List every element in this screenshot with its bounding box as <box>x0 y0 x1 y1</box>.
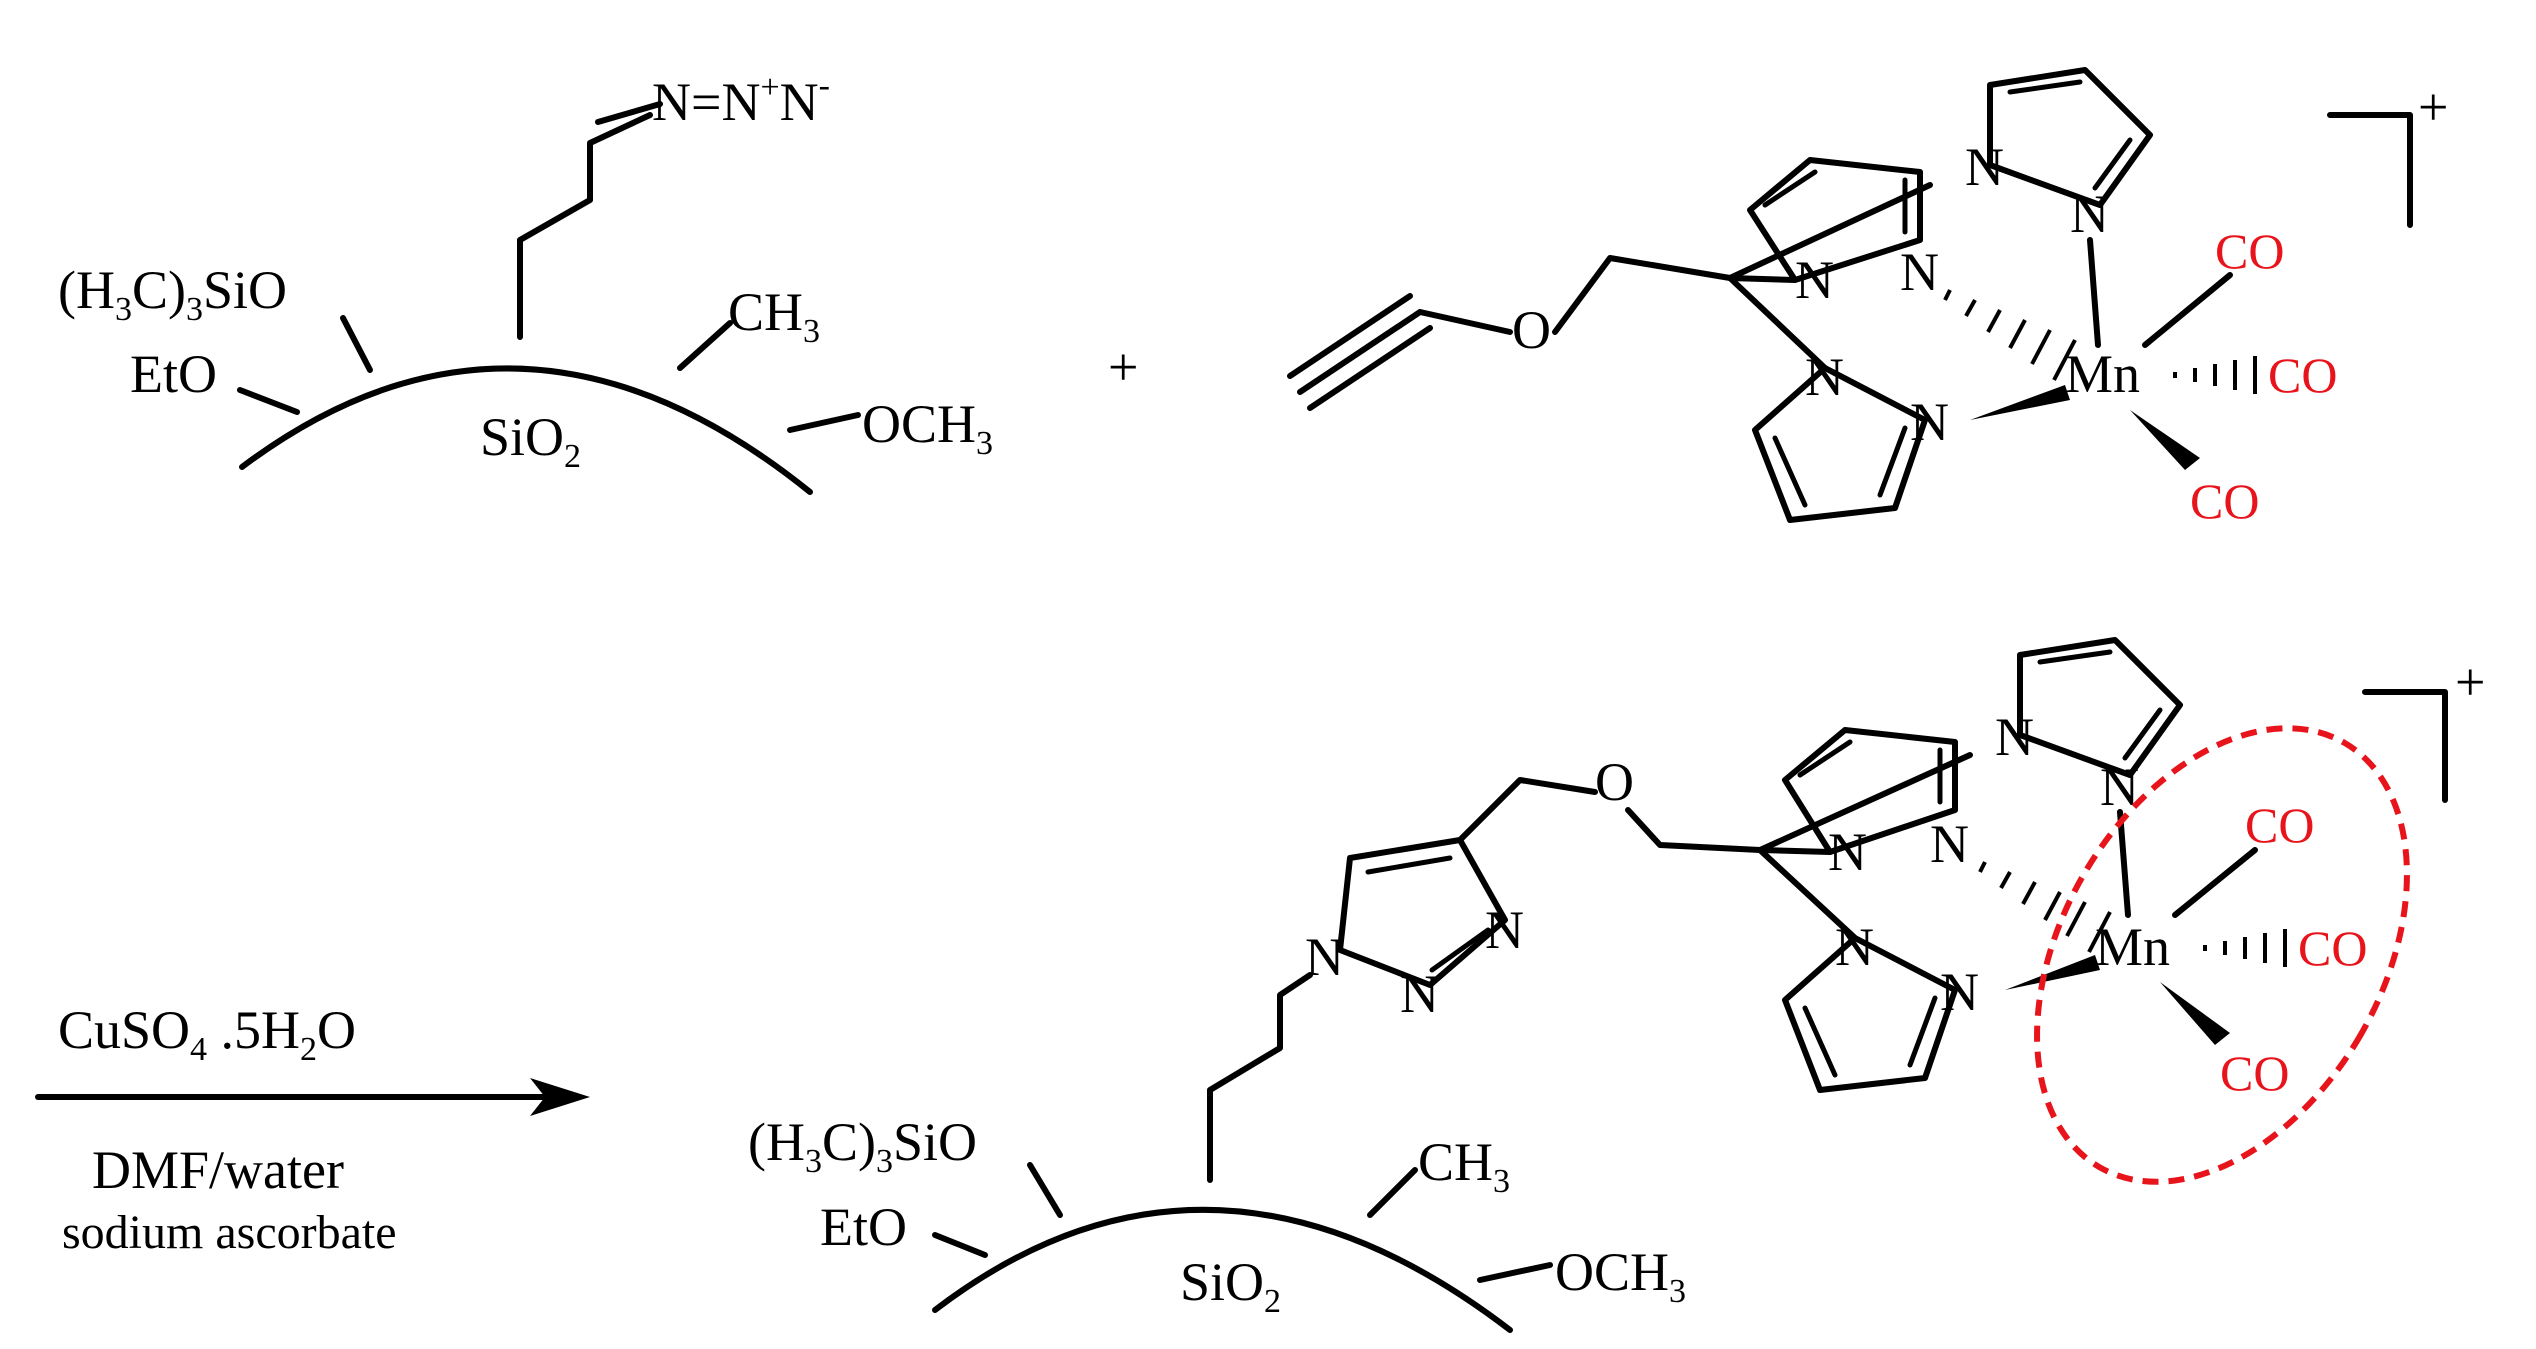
triazole-n1: N <box>1305 927 1344 987</box>
carbonyl-2: CO <box>2268 347 2337 403</box>
bond-methoxy <box>787 412 861 433</box>
product-carbonyl-3: CO <box>2220 1045 2289 1101</box>
product-bond-c-pz-mid <box>1757 847 1833 855</box>
product-bond-tms <box>1027 1162 1063 1218</box>
product-carbonyl-1: CO <box>2245 797 2314 853</box>
propargyl-chain <box>1417 309 1513 335</box>
ethoxy-label: EtO <box>130 344 217 404</box>
reagent-label: CuSO4 .5H2O <box>58 1000 356 1068</box>
product-charge-bracket <box>2362 689 2448 803</box>
product-pz-bottom-n2: N <box>1940 962 1979 1022</box>
wedge-mn-co-3 <box>2130 410 2200 470</box>
bond-c-pz-mid <box>1727 275 1798 283</box>
methyl-label: CH3 <box>728 282 820 350</box>
wedge-mn-pz-bottom <box>1970 385 2070 420</box>
product-pyrazole-mid <box>1782 727 1958 855</box>
complex-charge: + <box>2418 77 2448 137</box>
triazole-n2: N <box>1400 964 1439 1024</box>
trimethylsiloxy-label: (H3C)3SiO <box>58 260 287 328</box>
product-eto-label: EtO <box>820 1197 907 1257</box>
product-bond-c-pz-bottom <box>1757 847 1858 941</box>
product-me-label: CH3 <box>1418 1132 1510 1200</box>
reactant-azide-silica: SiO2 (H3C)3SiO EtO CH3 OCH3 N=N+N- <box>58 67 993 495</box>
pz-mid-n1: N <box>1795 250 1834 310</box>
mn-label: Mn <box>2065 344 2140 404</box>
product-bond-eto <box>932 1232 988 1258</box>
bond-c-pz-top <box>1727 182 1933 281</box>
solvent-label: DMF/water <box>92 1140 344 1200</box>
product-pyrazole-top <box>2017 637 2183 778</box>
azide-bond <box>595 101 663 125</box>
azide-label: N=N+N- <box>652 67 830 132</box>
product-pz-top-n1: N <box>1995 707 2034 767</box>
bond-trimethylsiloxy <box>340 315 373 373</box>
product-wedge-mn-co-3 <box>2160 982 2230 1045</box>
pz-bottom-n1: N <box>1805 347 1844 407</box>
alkyne-bond-1 <box>1297 309 1423 395</box>
product-pyrazole-bottom <box>1782 935 1958 1093</box>
pyrazole-mid <box>1747 157 1923 283</box>
silica-label: SiO2 <box>480 407 581 475</box>
bond-c-pz-bottom <box>1727 275 1828 371</box>
bond-ethoxy <box>237 387 300 415</box>
product-linker <box>1457 777 1598 843</box>
reactant-mn-complex: O N N N N N N Mn <box>1287 67 2448 529</box>
pyrazole-bottom <box>1752 365 1928 523</box>
product-bond-mn-pz-top <box>2117 809 2131 918</box>
carbonyl-highlight-ring <box>2034 725 2410 1185</box>
product-ether-oxygen: O <box>1595 752 1634 812</box>
pz-top-n1: N <box>1965 137 2004 197</box>
propyl-chain <box>517 112 653 340</box>
methoxy-label: OCH3 <box>862 394 993 462</box>
product-tms-label: (H3C)3SiO <box>748 1112 977 1180</box>
pz-bottom-n2: N <box>1910 392 1949 452</box>
plus-sign: + <box>1108 337 1138 397</box>
product-carbonyl-2: CO <box>2298 920 2367 976</box>
alkyne-bond-3 <box>1307 325 1433 411</box>
alkyne-bond-2 <box>1287 293 1413 379</box>
additive-label: sodium ascorbate <box>62 1206 397 1259</box>
carbonyl-1: CO <box>2215 223 2284 279</box>
product-bond-me <box>1367 1167 1418 1218</box>
pyrazole-top <box>1987 67 2153 208</box>
ether-oxygen: O <box>1512 300 1551 360</box>
product-bond-ome <box>1477 1262 1553 1283</box>
product-charge: + <box>2455 652 2485 712</box>
silica-surface-arc <box>239 365 813 495</box>
product-silica-arc <box>932 1206 1513 1333</box>
product-hashed-bond-mn-pz-mid <box>1978 861 2112 953</box>
product-silica-mn: SiO2 (H3C)3SiO EtO CH3 OCH3 N N N O N N <box>748 637 2485 1333</box>
reaction-conditions: CuSO4 .5H2O DMF/water sodium ascorbate <box>35 1000 590 1259</box>
product-pz-bottom-n1: N <box>1835 917 1874 977</box>
hashed-bond-mn-pz-mid <box>1943 289 2077 381</box>
carbonyl-3: CO <box>2190 473 2259 529</box>
product-ome-label: OCH3 <box>1555 1242 1686 1310</box>
product-wedge-mn-pz-bottom <box>2005 955 2100 990</box>
reaction-arrow-head <box>530 1078 590 1116</box>
triazole-ring <box>1337 837 1508 988</box>
product-bond-mn-co-1 <box>2172 847 2258 918</box>
charge-bracket <box>2327 112 2413 228</box>
triazole-n3: N <box>1485 900 1524 960</box>
product-ether-chain <box>1625 807 1763 853</box>
product-mn-label: Mn <box>2095 917 2170 977</box>
hashed-bond-mn-co-2 <box>2173 356 2257 394</box>
product-bond-c-pz-top <box>1757 752 1973 853</box>
product-pz-mid-n1: N <box>1828 822 1867 882</box>
product-silica-label: SiO2 <box>1180 1252 1281 1320</box>
bond-mn-pz-top <box>2087 237 2101 348</box>
pz-top-n2: N <box>2070 184 2109 244</box>
product-hashed-bond-mn-co-2 <box>2203 929 2287 967</box>
bond-mn-co-1 <box>2142 272 2233 348</box>
pz-mid-n2: N <box>1900 242 1939 302</box>
product-propyl-chain <box>1207 972 1313 1183</box>
ether-chain <box>1552 255 1733 335</box>
product-pz-mid-n2: N <box>1930 814 1969 874</box>
product-pz-top-n2: N <box>2100 757 2139 817</box>
bond-methyl <box>677 320 733 371</box>
